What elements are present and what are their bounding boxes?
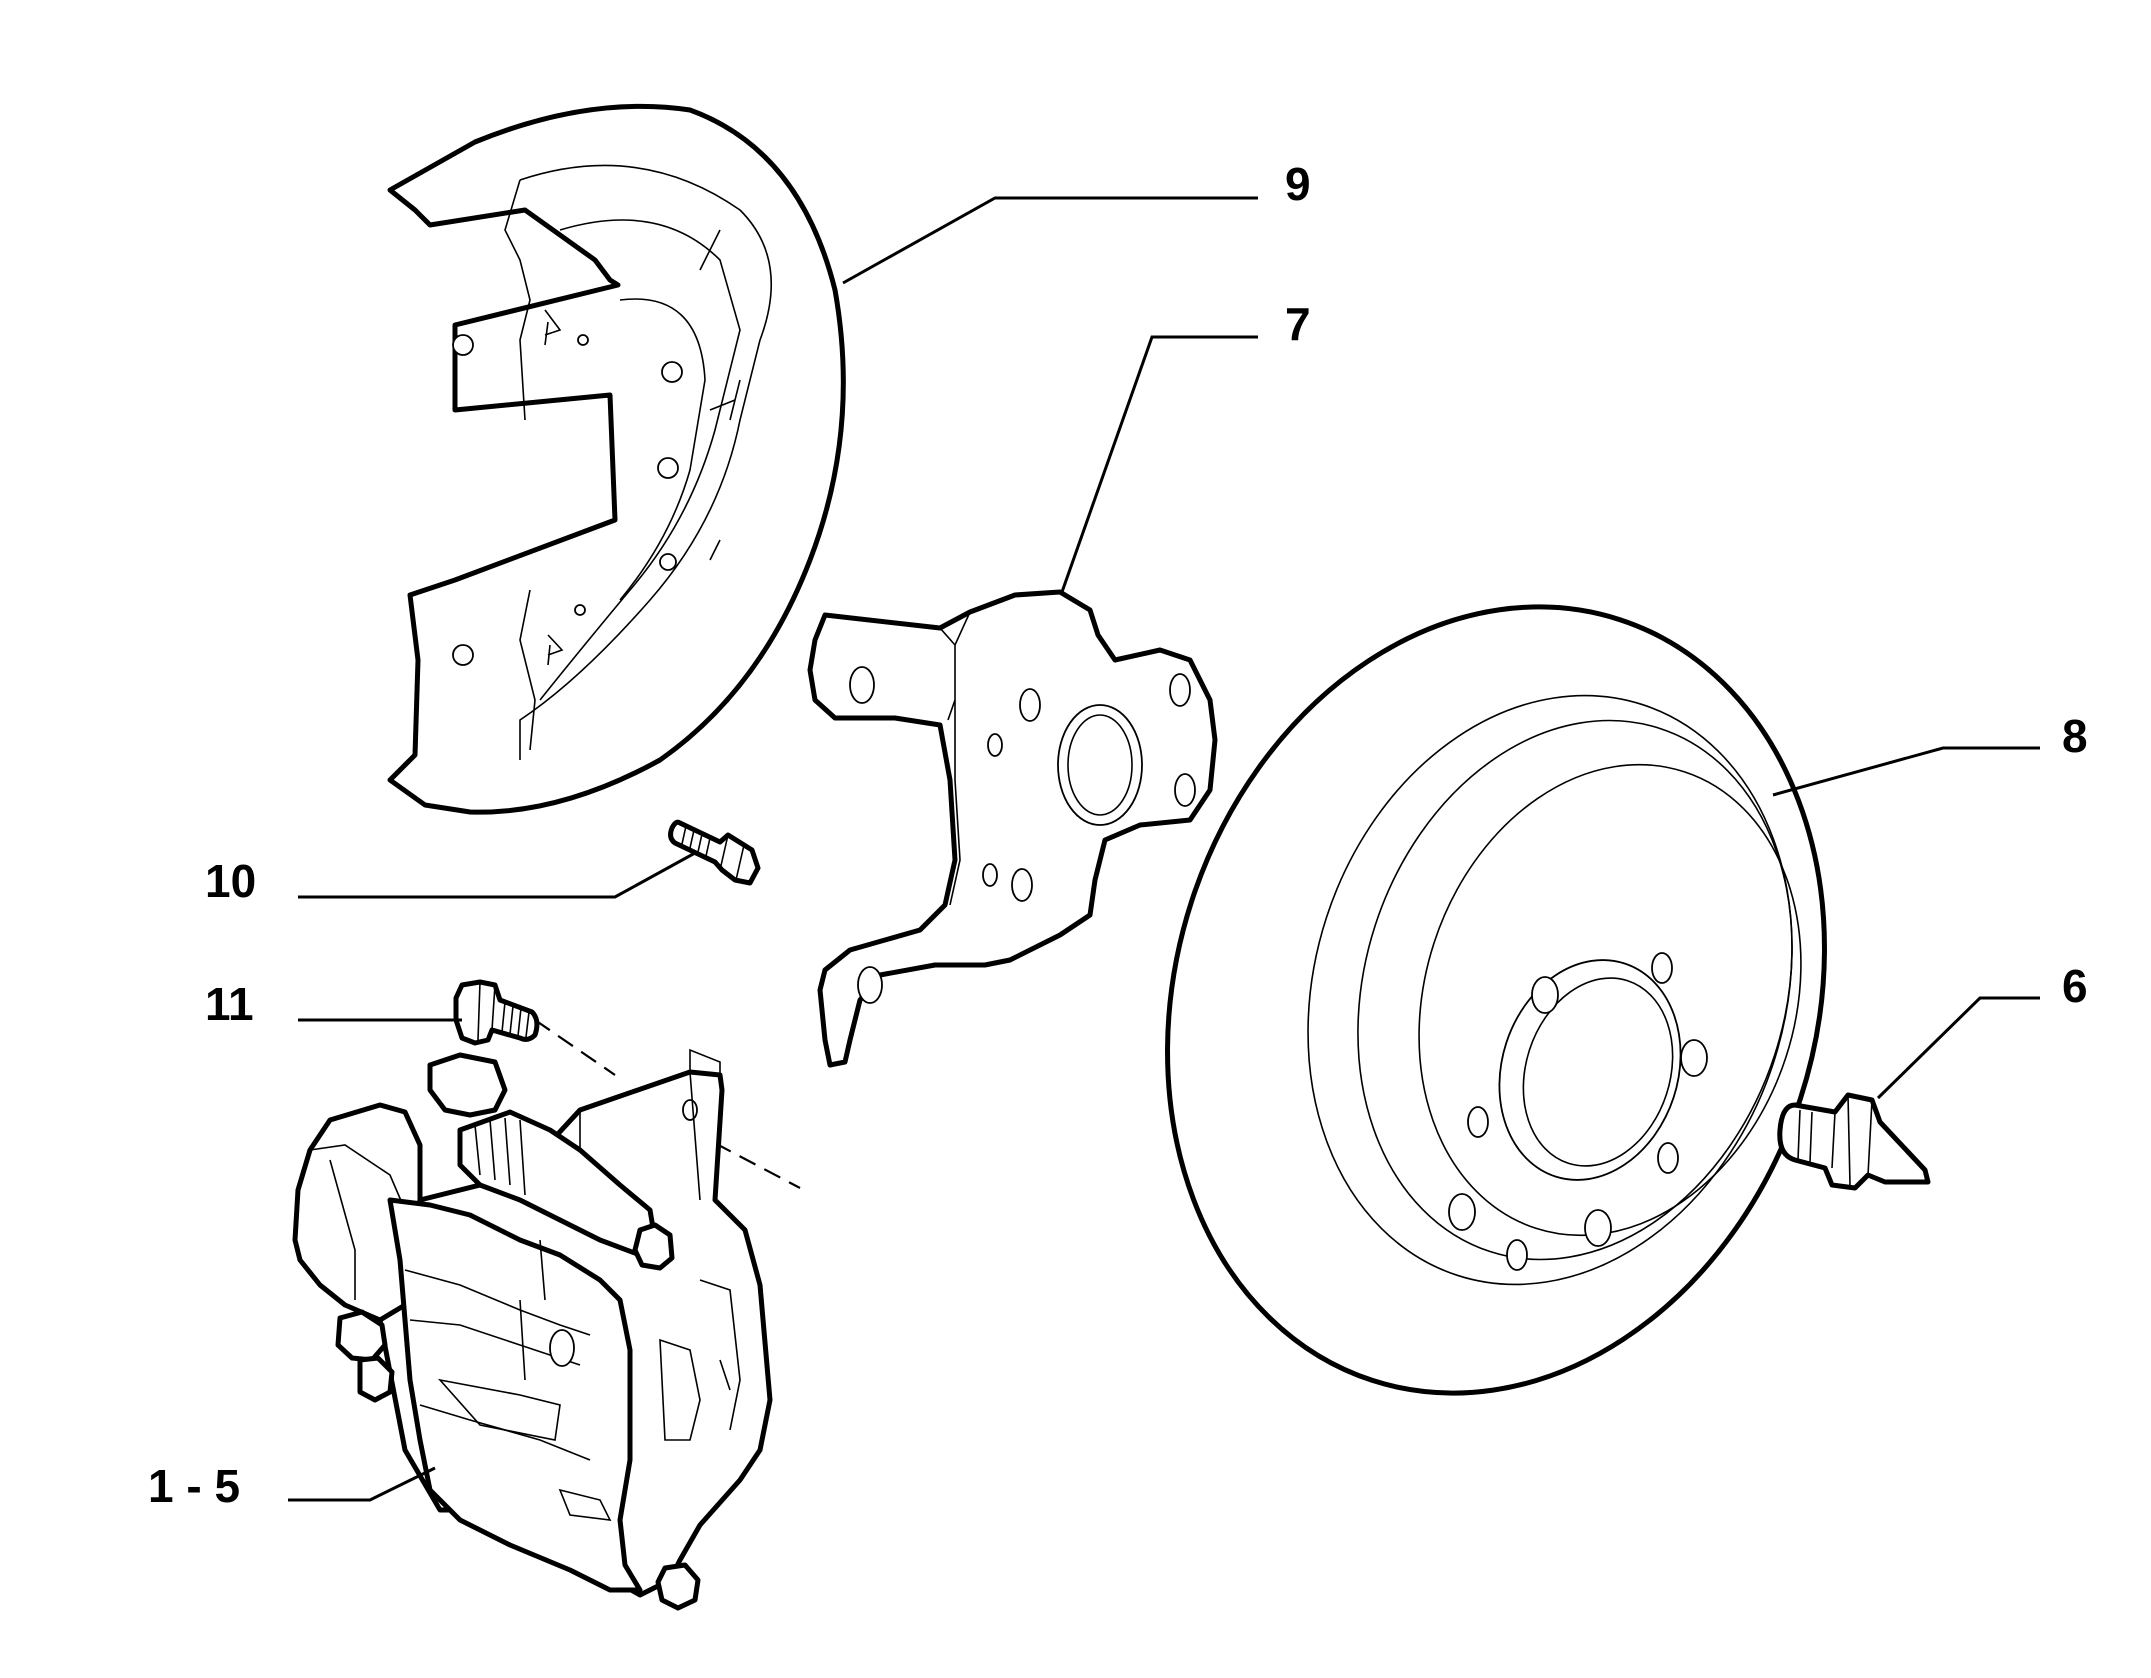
brake-dust-shield[interactable] <box>387 103 846 815</box>
shield-bolt[interactable] <box>668 819 761 886</box>
assembly-guide-line-upper <box>534 1019 616 1076</box>
callout-8: 8 <box>2062 710 2088 762</box>
caliper-bracket-plate[interactable] <box>807 589 1218 1068</box>
callout-11: 11 <box>205 978 254 1030</box>
callout-7: 7 <box>1285 298 1311 350</box>
leader-line-9 <box>842 196 1258 285</box>
leader-line-7 <box>1060 335 1258 593</box>
brake-caliper[interactable] <box>292 1048 773 1611</box>
callout-6: 6 <box>2062 960 2088 1012</box>
brake-disc[interactable] <box>1068 521 1924 1480</box>
caliper-bolt[interactable] <box>453 979 540 1046</box>
assembly-guide-line-lower <box>689 1129 801 1189</box>
callout-1-5: 1 - 5 <box>148 1460 240 1512</box>
leader-line-6 <box>1876 996 2040 1100</box>
leader-line-8 <box>1772 746 2040 797</box>
callout-9: 9 <box>1285 158 1311 210</box>
leader-line-10 <box>298 851 696 899</box>
callout-10: 10 <box>205 855 256 907</box>
leader-line-1-5 <box>288 1466 436 1502</box>
wheel-stud[interactable] <box>1777 1092 1931 1191</box>
